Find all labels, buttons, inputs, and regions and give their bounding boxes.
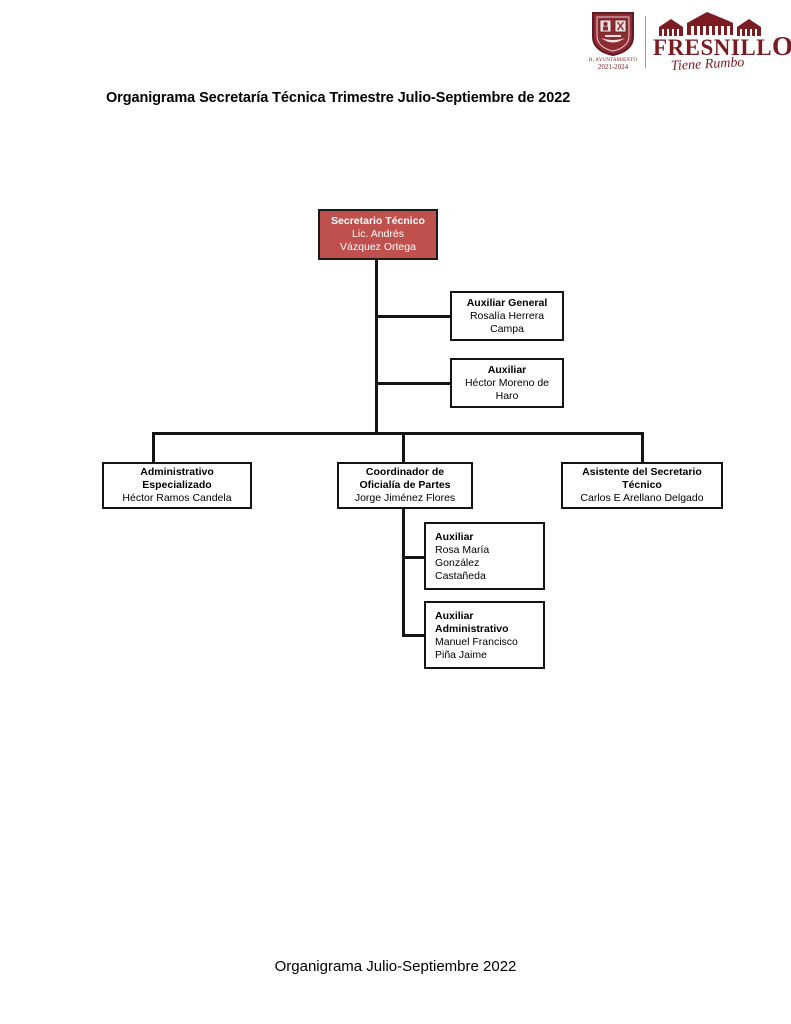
shield-icon (592, 12, 634, 57)
node-name-line2: Haro (495, 389, 519, 402)
node-name-line1: Héctor Ramos Candela (122, 492, 232, 504)
logo-divider (645, 16, 646, 68)
node-role: Auxiliar General (466, 296, 548, 309)
node-auxiliar-rosa-maria[interactable]: Auxiliar Rosa María González Castañeda (424, 522, 545, 590)
crest-caption-text: H. AYUNTAMIENTO (588, 58, 638, 63)
node-role-line2: Técnico (622, 479, 662, 491)
node-name-line1: Carlos E Arellano Delgado (580, 492, 704, 504)
building-icon (659, 12, 761, 36)
page-footer: Organigrama Julio-Septiembre 2022 (274, 958, 517, 975)
node-role-line2: Especializado (142, 479, 212, 491)
wordmark-last-letter: O (772, 31, 791, 61)
connector-to-auxiliar (375, 382, 451, 385)
page-title: Organigrama Secretaría Técnica Trimestre… (106, 90, 571, 106)
node-role: Auxiliar (435, 531, 474, 543)
fresnillo-wordmark: FRESNILLO Tiene Rumbo (653, 11, 791, 74)
node-auxiliar-general[interactable]: Auxiliar General Rosalía Herrera Campa (450, 291, 564, 341)
wordmark-main: FRESNILL (653, 35, 773, 60)
node-name-line1: Héctor Moreno de (464, 376, 550, 389)
node-name-line1: Lic. Andrés (352, 228, 404, 240)
node-auxiliar-administrativo[interactable]: Auxiliar Administrativo Manuel Francisco… (424, 601, 545, 669)
connector-to-auxiliar-administrativo (402, 634, 426, 637)
connector-coordinador-trunk (402, 509, 405, 637)
connector-drop-asistente (641, 432, 644, 462)
node-role-line1: Coordinador de (365, 466, 445, 478)
node-role-line1: Auxiliar (435, 610, 474, 622)
node-role-line1: Asistente del Secretario (582, 466, 702, 478)
node-role-line1: Administrativo (140, 466, 214, 478)
node-role-line2: Administrativo (435, 623, 509, 635)
connector-level2-bus (152, 432, 644, 435)
node-name-line2: Vázquez Ortega (340, 241, 416, 253)
node-name-line1: Rosalía Herrera (469, 309, 545, 322)
node-role: Secretario Técnico (331, 215, 425, 227)
node-name-line1: Jorge Jiménez Flores (354, 492, 456, 504)
connector-drop-administrativo (152, 432, 155, 462)
node-name-line1: Rosa María (435, 544, 490, 556)
node-role-line2: Oficialía de Partes (359, 479, 451, 491)
connector-to-auxiliar-general (375, 315, 451, 318)
connector-root-trunk (375, 260, 378, 434)
crest-caption: H. AYUNTAMIENTO 2021-2024 (585, 58, 641, 71)
wordmark-text: FRESNILLO (653, 33, 791, 60)
fresnillo-logo: H. AYUNTAMIENTO 2021-2024 (585, 8, 791, 76)
node-name-line3: Castañeda (435, 570, 486, 582)
node-name-line1: Manuel Francisco (435, 636, 518, 648)
municipal-crest-icon: H. AYUNTAMIENTO 2021-2024 (585, 11, 641, 73)
node-auxiliar[interactable]: Auxiliar Héctor Moreno de Haro (450, 358, 564, 408)
node-name-line2: González (435, 557, 480, 569)
node-name-line2: Campa (490, 322, 524, 335)
node-administrativo-especializado[interactable]: Administrativo Especializado Héctor Ramo… (102, 462, 252, 509)
crest-years-text: 2021-2024 (597, 63, 629, 71)
connector-to-auxiliar-rosa (402, 556, 426, 559)
node-coordinador-oficialia-partes[interactable]: Coordinador de Oficialía de Partes Jorge… (337, 462, 473, 509)
connector-drop-coordinador (402, 432, 405, 462)
node-asistente-secretario-tecnico[interactable]: Asistente del Secretario Técnico Carlos … (561, 462, 723, 509)
node-name-line2: Piña Jaime (435, 649, 487, 661)
node-role: Auxiliar (487, 363, 527, 376)
node-secretario-tecnico[interactable]: Secretario Técnico Lic. Andrés Vázquez O… (318, 209, 438, 260)
